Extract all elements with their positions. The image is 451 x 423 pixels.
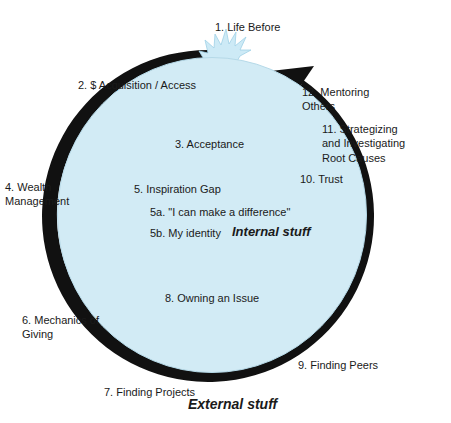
stage-label: 8. Owning an Issue — [165, 291, 285, 305]
stage-label: 2. $ Acquisition / Access — [78, 78, 228, 92]
stage-label: 5b. My identity — [150, 226, 240, 240]
stage-label: 12. Mentoring Others — [302, 85, 376, 114]
stage-label: 1. Life Before — [215, 20, 315, 34]
stage-label: 4. Wealth Management — [5, 180, 75, 209]
stage-label: 6. Mechanics of Giving — [22, 313, 110, 342]
stage-label: 5. Inspiration Gap — [134, 182, 254, 196]
stage-label: 9. Finding Peers — [298, 358, 408, 372]
cycle-ring — [42, 50, 374, 382]
section-heading: External stuff — [188, 395, 318, 413]
stage-label: 11. Strategizing and Investigating Root … — [322, 122, 416, 165]
stage-label: 10. Trust — [300, 172, 370, 186]
section-heading: Internal stuff — [232, 224, 342, 241]
stage-label: 3. Acceptance — [175, 137, 285, 151]
stage-label: 5a. "I can make a difference" — [150, 205, 310, 219]
